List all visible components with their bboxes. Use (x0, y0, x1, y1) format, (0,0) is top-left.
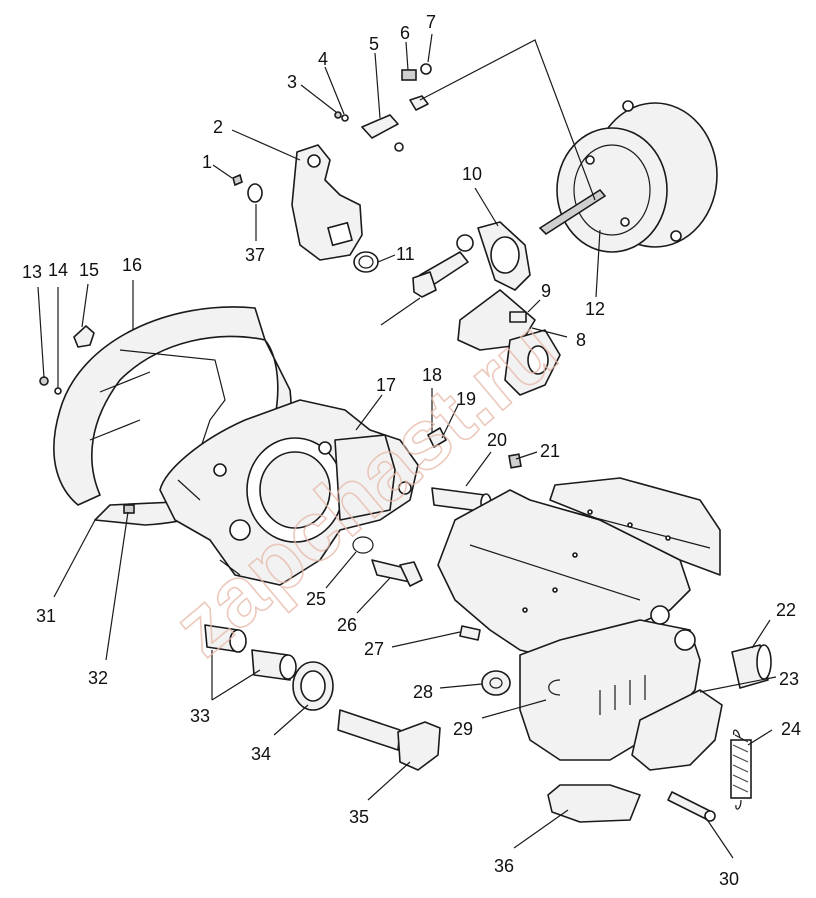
label-30: 30 (719, 869, 739, 889)
snap-ring-25 (352, 536, 374, 554)
washer-14 (54, 387, 62, 395)
label-12: 12 (585, 299, 605, 319)
roller-22 (731, 644, 772, 689)
bolt-26 (371, 559, 423, 587)
label-6: 6 (400, 23, 410, 43)
label-21: 21 (540, 441, 560, 461)
clip-4 (341, 114, 349, 122)
clip-32 (123, 504, 135, 514)
camshaft-35 (337, 709, 441, 771)
label-1: 1 (202, 152, 212, 172)
label-2: 2 (213, 117, 223, 137)
label-27: 27 (364, 639, 384, 659)
seal-ring-11 (353, 251, 379, 273)
label-29: 29 (453, 719, 473, 739)
label-33: 33 (190, 706, 210, 726)
bolt-9 (509, 311, 527, 323)
label-9: 9 (541, 281, 551, 301)
lining-block-36 (547, 784, 641, 823)
bolt-6 (401, 69, 417, 81)
bushing-33b (251, 649, 297, 681)
pin-27 (459, 625, 481, 641)
label-3: 3 (287, 72, 297, 92)
brake-shoe-upper (437, 477, 721, 661)
label-28: 28 (413, 682, 433, 702)
label-20: 20 (487, 430, 507, 450)
label-23: 23 (779, 669, 799, 689)
camshaft-bracket (456, 221, 561, 396)
clip-29 (548, 679, 561, 696)
label-31: 31 (36, 606, 56, 626)
bushing-33a (204, 624, 247, 653)
label-18: 18 (422, 365, 442, 385)
brake-spider (159, 399, 419, 586)
nut-7 (409, 63, 432, 111)
label-17: 17 (376, 375, 396, 395)
label-4: 4 (318, 49, 328, 69)
label-25: 25 (306, 589, 326, 609)
label-19: 19 (456, 389, 476, 409)
label-11: 11 (396, 244, 415, 264)
return-spring-24 (730, 729, 752, 810)
label-15: 15 (79, 260, 99, 280)
clevis-5 (361, 114, 404, 152)
washer-37 (247, 183, 263, 203)
label-35: 35 (349, 807, 369, 827)
label-10: 10 (462, 164, 482, 184)
pin-21 (508, 453, 522, 469)
leader-lines (37, 33, 777, 859)
brake-shoe-lower (519, 605, 723, 771)
label-26: 26 (337, 615, 357, 635)
label-34: 34 (251, 744, 271, 764)
label-8: 8 (576, 330, 586, 350)
brake-chamber (538, 100, 718, 253)
anchor-pin-30 (667, 791, 716, 822)
small-bolt-13 (39, 376, 49, 386)
label-36: 36 (494, 856, 514, 876)
label-22: 22 (776, 600, 796, 620)
pin-1 (232, 173, 243, 187)
label-24: 24 (781, 719, 801, 739)
label-37: 37 (245, 245, 265, 265)
label-7: 7 (426, 12, 436, 32)
roller-28 (481, 670, 511, 696)
bolt-18 (427, 427, 447, 448)
label-14: 14 (48, 260, 68, 280)
clip-15 (73, 325, 95, 348)
bracket (291, 144, 363, 261)
cam-bolt (412, 251, 469, 298)
label-32: 32 (88, 668, 108, 688)
label-13: 13 (22, 262, 42, 282)
label-5: 5 (369, 34, 379, 54)
seal-34 (292, 661, 334, 711)
label-16: 16 (122, 255, 142, 275)
pin-3 (334, 111, 342, 119)
part-number-labels: 1 2 3 4 5 6 7 8 9 10 11 12 13 14 15 16 1… (22, 12, 801, 889)
